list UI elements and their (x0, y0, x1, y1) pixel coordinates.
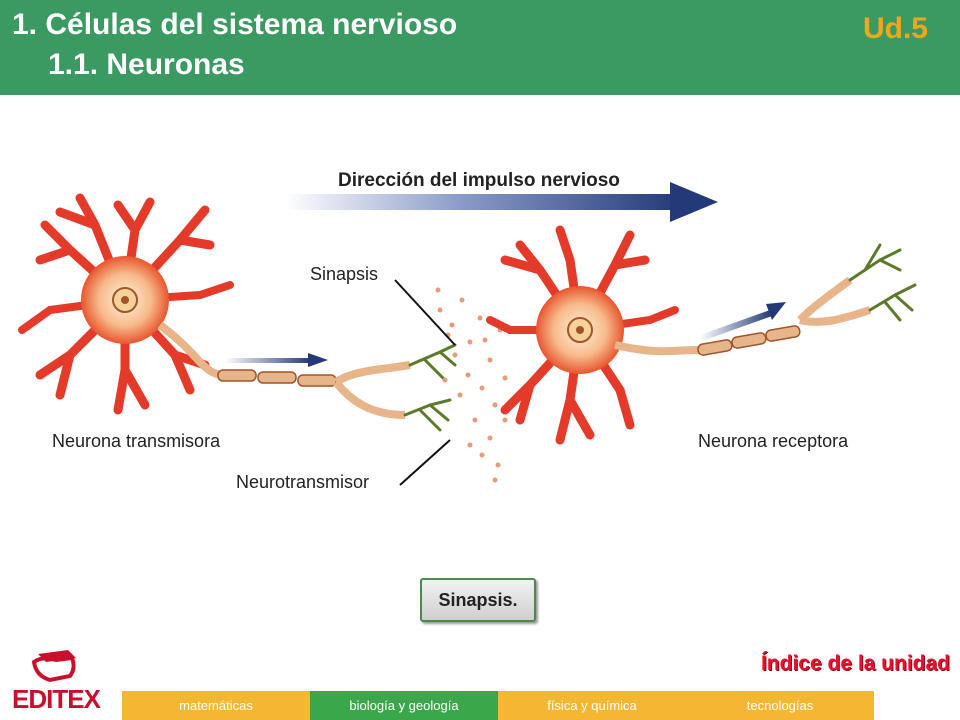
tab-matematicas[interactable]: matemáticas (122, 691, 310, 720)
synapse-label: Sinapsis (310, 264, 378, 284)
neurotransmitter-pointer-line (399, 439, 451, 486)
tab-tecnologias[interactable]: tecnologías (686, 691, 874, 720)
page-subtitle: 1.1. Neuronas (48, 48, 245, 81)
tab-fisica-quimica[interactable]: física y química (498, 691, 686, 720)
header-bar: 1. Células del sistema nervioso 1.1. Neu… (0, 0, 960, 95)
caption-button[interactable]: Sinapsis. (420, 578, 536, 622)
receptor-neuron-label: Neurona receptora (698, 431, 849, 451)
impulse-arrow-small-2 (700, 302, 786, 341)
synapse-diagram: Dirección del impulso nervioso (18, 170, 917, 492)
neurotransmitter-dots (435, 287, 508, 483)
synapse-pointer-line (394, 279, 456, 346)
transmitter-neuron-label: Neurona transmisora (52, 431, 221, 451)
editex-logo: EDITEX (6, 646, 106, 716)
page-title: 1. Células del sistema nervioso (12, 8, 458, 41)
caption-label: Sinapsis. (438, 589, 518, 610)
editex-logo-text: EDITEX (12, 684, 101, 714)
receptor-neuron (486, 225, 917, 445)
unit-index-link[interactable]: Índice de la unidad (760, 652, 950, 675)
impulse-arrow-small-1 (225, 353, 328, 367)
neurotransmitter-label-text: Neurotransmisor (236, 472, 369, 492)
impulse-direction-label: Dirección del impulso nervioso (338, 170, 620, 191)
impulse-direction-arrow (285, 182, 718, 222)
unit-label: Ud.5 (862, 12, 928, 45)
transmitter-neuron (18, 193, 457, 432)
subject-tabs: matemáticas biología y geología física y… (122, 691, 874, 720)
tab-biologia-geologia[interactable]: biología y geología (310, 691, 498, 720)
editex-logo-icon (31, 650, 76, 683)
